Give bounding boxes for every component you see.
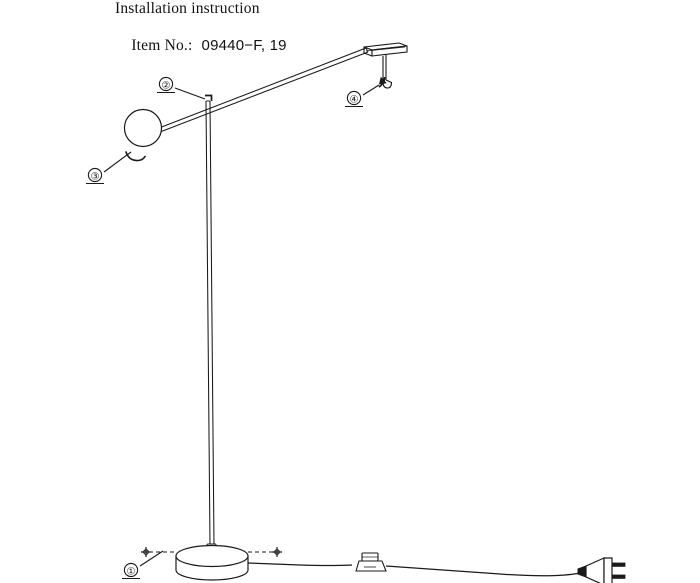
lamp-pole [205,100,215,546]
foot-switch [355,552,387,572]
item-number-label: Item No.: [131,37,193,54]
lamp-base [175,544,249,581]
mains-plug [577,557,626,583]
power-cord [247,562,581,577]
page-title: Installation instruction [115,0,260,17]
callout-1-base: ① [122,550,164,580]
counterweight-ball [123,108,163,148]
callout-1-number: ① [127,566,136,577]
callout-2-number: ② [162,80,171,91]
callout-2-arm-joint: ② [157,76,213,101]
callout-3-counterweight: ③ [86,151,132,185]
callout-3-number: ③ [91,171,100,182]
item-number-value: 09440−F, 19 [201,37,287,54]
callout-4-shade-stem: ④ [345,76,387,108]
lamp-arm [158,47,369,133]
ball-rotation-arc-icon [125,151,146,162]
base-centre-marks [141,547,282,557]
lamp-shade [363,42,408,57]
item-number-line: Item No.: 09440−F, 19 [115,19,287,73]
callout-4-number: ④ [350,94,359,105]
shade-stem [382,55,393,89]
